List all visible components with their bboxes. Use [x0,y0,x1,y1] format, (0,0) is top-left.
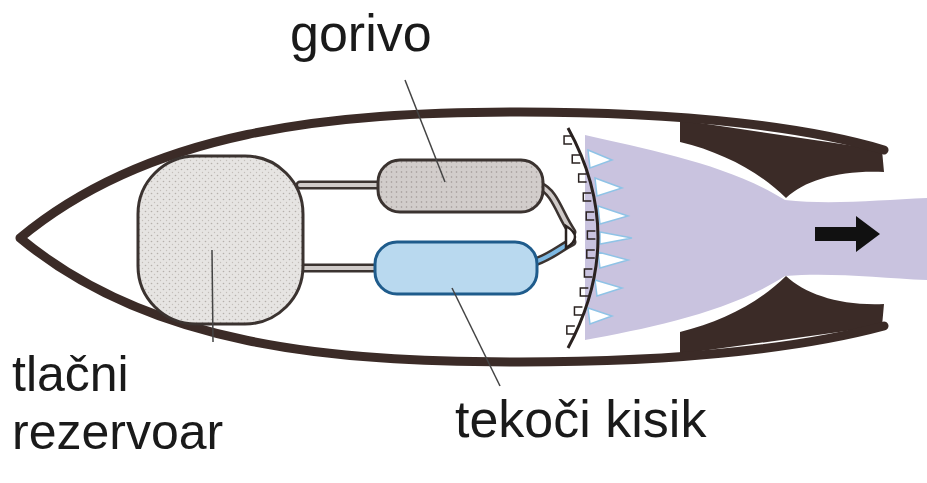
injector-head [566,226,575,248]
pressure-tank [138,156,303,324]
part-label-box: tlačni rezervoar [12,346,252,461]
thrust-arrow [815,216,880,252]
oxygen-tank [375,242,537,294]
part-label-box: gorivo [290,4,432,64]
part-label: tlačni rezervoar [12,346,252,461]
fuel-tank [378,160,543,212]
injector-nozzles [564,136,595,334]
leader-lines [212,80,500,386]
rocket-hull [20,112,884,362]
part-label: gorivo [290,4,432,64]
flame-tips [588,150,632,324]
part-label-box: tekoči kisik [455,390,706,450]
part-label: tekoči kisik [455,390,706,450]
